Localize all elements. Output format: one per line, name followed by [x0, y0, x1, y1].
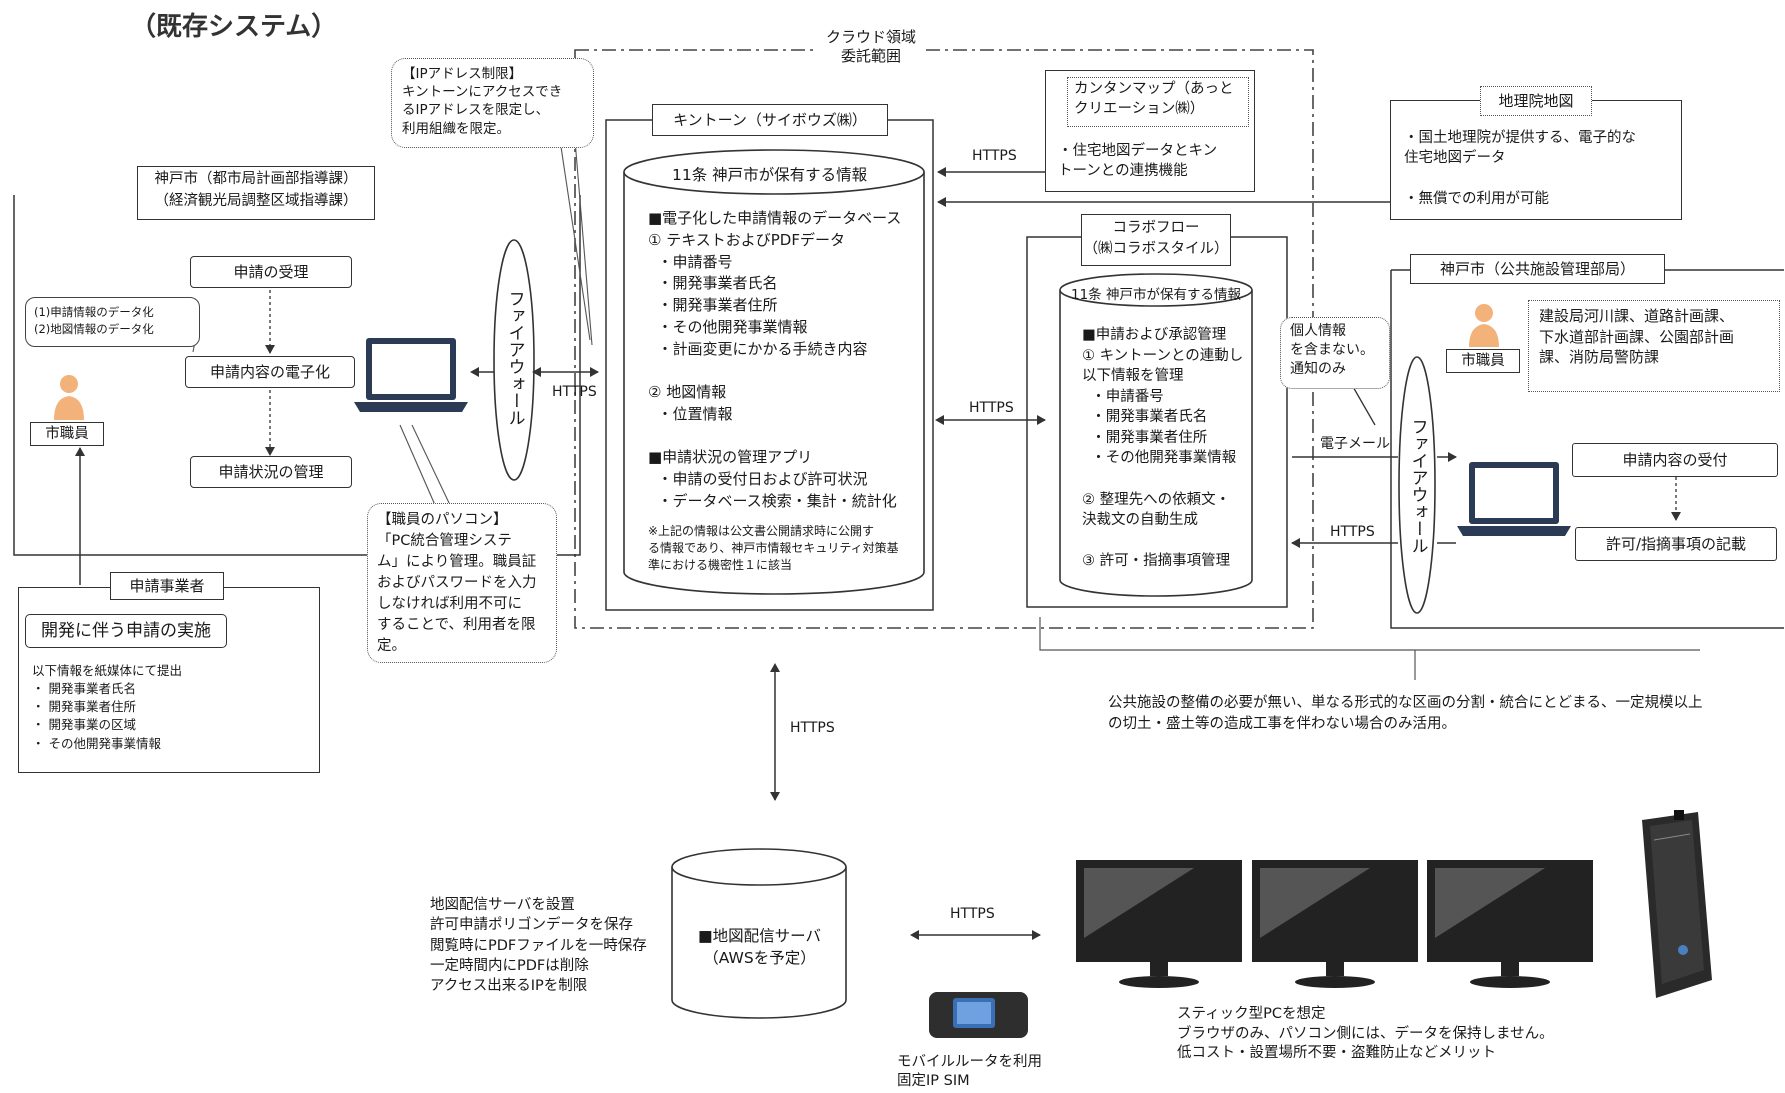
cloud-label: クラウド領域 委託範囲 — [818, 28, 925, 66]
collabo-db-content: ■申請および承認管理 ① キントーンとの連動し 以下情報を管理 ・申請番号 ・開… — [1082, 327, 1244, 570]
page-title: （既存システム） — [130, 12, 338, 42]
kantan-map-desc: ・住宅地図データとキン トーンとの連携機能 — [1058, 143, 1218, 179]
kobe-city-title: 神戸市（都市局計画部指導課） （経済観光局調整区域指導課） — [137, 166, 375, 220]
https-label-collabo: HTTPS — [969, 400, 1014, 416]
monitor-icon-2 — [1250, 858, 1420, 990]
collabo-title: コラボフロー （㈱コラボスタイル） — [1081, 214, 1231, 266]
usage-note: 公共施設の整備の必要が無い、単なる形式的な区画の分割・統合にとどまる、一定規模以… — [1108, 695, 1703, 733]
receive-application-box: 申請の受理 — [190, 256, 352, 288]
map-server-cylinder — [671, 867, 847, 1019]
kintone-db-cylinder — [623, 172, 925, 595]
public-facilities-frame — [1390, 270, 1784, 629]
https-label-kantan: HTTPS — [972, 148, 1017, 164]
digitize-application-box: 申請内容の電子化 — [185, 356, 355, 388]
staff-label: 市職員 — [30, 422, 104, 446]
mobile-router-label: モバイルルータを利用 固定IP SIM — [897, 1054, 1042, 1089]
staff-right-avatar-icon — [1467, 301, 1501, 349]
chiriin-map-desc: ・国土地理院が提供する、電子的な 住宅地図データ ・無償での利用が可能 — [1404, 130, 1636, 207]
firewall-right-shape — [1398, 356, 1436, 614]
personal-info-callout: 個人情報 を含まない。 通知のみ — [1280, 317, 1390, 389]
collabo-db-cylinder — [1059, 290, 1253, 597]
monitor-icon-3 — [1425, 858, 1595, 990]
https-label-left: HTTPS — [552, 384, 597, 400]
monitor-icon-1 — [1074, 858, 1244, 990]
digitize-note-callout: (1)申請情報のデータ化 (2)地図情報のデータ化 — [25, 297, 200, 347]
stick-pc-desc: スティック型PCを想定 ブラウザのみ、パソコン側には、データを保持しません。 低… — [1177, 1006, 1554, 1062]
receive-content-box: 申請内容の受付 — [1572, 443, 1778, 477]
https-label-right: HTTPS — [1330, 524, 1375, 540]
https-label-vertical: HTTPS — [790, 720, 835, 736]
developer-action-box: 開発に伴う申請の実施 — [25, 614, 227, 648]
developer-desc: 以下情報を紙媒体にて提出 ・ 開発事業者氏名 ・ 開発事業者住所 ・ 開発事業の… — [32, 663, 183, 751]
ip-restriction-callout: 【IPアドレス制限】 キントーンにアクセスでき るIPアドレスを限定し、 利用組… — [391, 58, 594, 148]
kintone-db-title: 11条 神戸市が保有する情報 — [672, 166, 868, 184]
map-server-label: ■地図配信サーバ （AWSを予定） — [698, 927, 821, 968]
kintone-db-content: ■電子化した申請情報のデータベース ① テキストおよびPDFデータ ・申請番号 … — [648, 209, 902, 510]
map-server-desc: 地図配信サーバを設置 許可申請ポリゴンデータを保存 閲覧時にPDFファイルを一時… — [430, 897, 647, 995]
kintone-title: キントーン（サイボウズ㈱） — [652, 104, 888, 136]
laptop-icon — [352, 336, 470, 418]
chiriin-map-title: 地理院地図 — [1480, 86, 1592, 116]
developer-title: 申請事業者 — [110, 572, 224, 600]
collabo-db-title: 11条 神戸市が保有する情報 — [1071, 287, 1241, 303]
chiriin-map-box — [1390, 100, 1682, 220]
email-label: 電子メール — [1320, 436, 1390, 452]
manage-status-box: 申請状況の管理 — [190, 456, 352, 488]
kantan-map-title: カンタンマップ（あっと クリエーション㈱） — [1067, 77, 1249, 127]
staff-pc-callout: 【職員のパソコン】 「PC統合管理システ ム」により管理。職員証 およびパスワー… — [367, 503, 557, 663]
record-permission-box: 許可/指摘事項の記載 — [1575, 527, 1777, 561]
public-facilities-depts: 建設局河川課、道路計画課、 下水道部計画課、公園部計画 課、消防局警防課 — [1528, 300, 1780, 392]
staff-right-label: 市職員 — [1446, 349, 1520, 373]
kintone-note: ※上記の情報は公文書公開請求時に公開す る情報であり、神戸市情報セキュリティ対策… — [648, 524, 899, 572]
staff-avatar-icon — [52, 372, 86, 422]
firewall-left-label: ファイアウォール — [504, 290, 525, 426]
firewall-left-shape — [493, 239, 535, 481]
public-facilities-title: 神戸市（公共施設管理部局） — [1410, 254, 1665, 284]
stick-pc-icon — [1620, 810, 1715, 1000]
firewall-right-label: ファイアウォール — [1407, 418, 1428, 554]
mobile-router-icon — [927, 990, 1030, 1040]
https-label-bottom: HTTPS — [950, 906, 995, 922]
laptop-right-icon — [1455, 460, 1573, 542]
